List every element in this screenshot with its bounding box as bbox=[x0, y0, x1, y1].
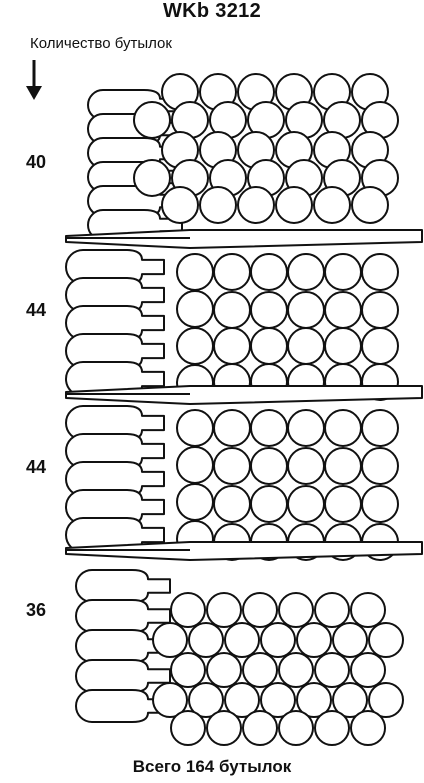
bottle-end bbox=[213, 485, 251, 523]
bottle-end bbox=[188, 682, 224, 718]
bottle-end bbox=[250, 253, 288, 291]
model-title: WKb 3212 bbox=[163, 0, 261, 22]
bottle-end bbox=[133, 159, 171, 197]
bottle-end bbox=[170, 652, 206, 688]
bottle-end bbox=[361, 447, 399, 485]
bottle-end bbox=[332, 682, 368, 718]
bottle-end bbox=[133, 101, 171, 139]
shelf-1-count: 40 bbox=[26, 152, 47, 172]
bottle-end bbox=[287, 485, 325, 523]
bottle-end bbox=[170, 710, 206, 746]
bottle-end bbox=[206, 652, 242, 688]
bottle-end bbox=[287, 409, 325, 447]
bottle-end bbox=[361, 327, 399, 365]
bottle-side bbox=[75, 659, 171, 693]
bottle-end bbox=[368, 622, 404, 658]
bottle-end bbox=[213, 409, 251, 447]
bottle-end bbox=[206, 592, 242, 628]
bottle-end bbox=[275, 186, 313, 224]
shelf-4-count: 36 bbox=[26, 600, 47, 620]
bottle-end bbox=[368, 682, 404, 718]
bottle-end bbox=[176, 253, 214, 291]
bottle-end bbox=[324, 485, 362, 523]
bottle-end bbox=[296, 622, 332, 658]
bottle-end bbox=[287, 327, 325, 365]
bottle-end bbox=[314, 652, 350, 688]
bottle-end bbox=[188, 622, 224, 658]
shelf-2-count: 44 bbox=[26, 300, 47, 320]
bottle-end bbox=[176, 409, 214, 447]
bottle-end bbox=[350, 652, 386, 688]
bottle-end bbox=[176, 446, 214, 484]
down-arrow-icon bbox=[26, 60, 42, 100]
bottle-end bbox=[260, 682, 296, 718]
bottle-end bbox=[313, 186, 351, 224]
bottle-end bbox=[152, 622, 188, 658]
bottle-end bbox=[350, 710, 386, 746]
bottle-end bbox=[324, 253, 362, 291]
bottle-end bbox=[361, 253, 399, 291]
bottle-end bbox=[224, 622, 260, 658]
bottle-end bbox=[332, 622, 368, 658]
bottle-end bbox=[176, 290, 214, 328]
bottle-end bbox=[361, 485, 399, 523]
bottle-end bbox=[213, 253, 251, 291]
bottle-end bbox=[287, 447, 325, 485]
bottle-end bbox=[242, 592, 278, 628]
shelf bbox=[65, 541, 423, 561]
bottle-end bbox=[250, 409, 288, 447]
bottle-end bbox=[361, 409, 399, 447]
bottle-end bbox=[324, 447, 362, 485]
bottle-end bbox=[260, 622, 296, 658]
bottle-end bbox=[314, 710, 350, 746]
bottle-end bbox=[287, 291, 325, 329]
bottle-end bbox=[176, 483, 214, 521]
bottle-end bbox=[242, 710, 278, 746]
bottle-end bbox=[250, 291, 288, 329]
bottle-end bbox=[224, 682, 260, 718]
bottle-end bbox=[176, 327, 214, 365]
bottle-end bbox=[237, 186, 275, 224]
bottle-side bbox=[75, 599, 171, 633]
bottle-end bbox=[278, 592, 314, 628]
bottle-end bbox=[250, 327, 288, 365]
bottle-end bbox=[213, 291, 251, 329]
bottle-end bbox=[314, 592, 350, 628]
bottle-end bbox=[170, 592, 206, 628]
bottle-end bbox=[199, 186, 237, 224]
bottle-end bbox=[213, 327, 251, 365]
bottle-end bbox=[324, 409, 362, 447]
bottle-side bbox=[75, 689, 171, 723]
total-bottles: Всего 164 бутылок bbox=[132, 757, 292, 776]
shelf-3-count: 44 bbox=[26, 457, 47, 477]
bottle-end bbox=[161, 186, 199, 224]
bottle-count-label: Количество бутылок bbox=[30, 35, 172, 52]
bottle-side bbox=[75, 569, 171, 603]
bottle-end bbox=[250, 485, 288, 523]
bottle-end bbox=[242, 652, 278, 688]
bottle-end bbox=[250, 447, 288, 485]
bottle-end bbox=[213, 447, 251, 485]
bottle-end bbox=[206, 710, 242, 746]
bottle-end bbox=[278, 652, 314, 688]
shelf bbox=[65, 229, 423, 249]
bottle-end bbox=[296, 682, 332, 718]
bottle-end bbox=[350, 592, 386, 628]
bottle-end bbox=[287, 253, 325, 291]
bottle-end bbox=[278, 710, 314, 746]
shelf bbox=[65, 385, 423, 405]
bottle-end bbox=[324, 291, 362, 329]
bottle-end bbox=[361, 291, 399, 329]
bottle-end bbox=[324, 327, 362, 365]
bottle-end bbox=[152, 682, 188, 718]
bottle-end bbox=[351, 186, 389, 224]
